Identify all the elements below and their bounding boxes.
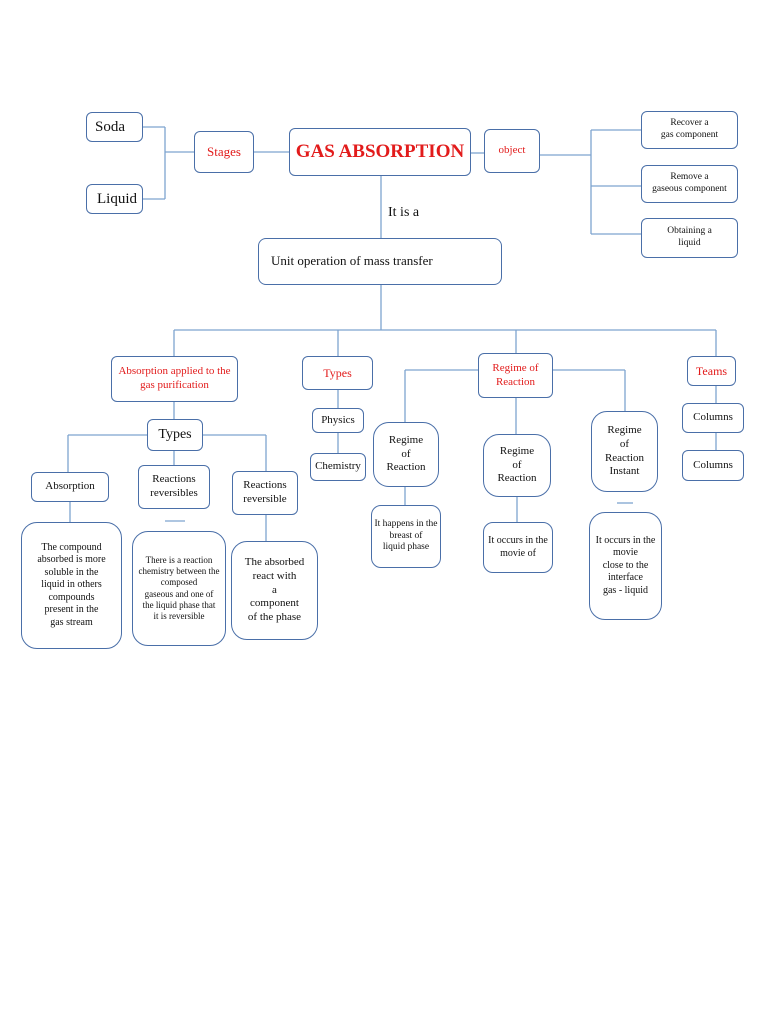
- reactions-reversible-title: Reactions reversible: [232, 471, 298, 515]
- absorption-types-node: Types: [147, 419, 203, 451]
- definition-node: Unit operation of mass transfer: [258, 238, 502, 285]
- teams-node: Teams: [687, 356, 736, 386]
- regime-item-2-title: Regime of Reaction: [483, 434, 551, 497]
- teams-item-columns-1: Columns: [682, 403, 744, 433]
- object-item-obtain: Obtaining a liquid: [641, 218, 738, 258]
- regime-item-3-description: It occurs in the movie close to the inte…: [589, 512, 662, 620]
- stage-item-soda: Soda: [86, 112, 143, 142]
- type-item-chemistry: Chemistry: [310, 453, 366, 481]
- link-text-it-is-a: It is a: [388, 205, 420, 220]
- object-item-recover: Recover a gas component: [641, 111, 738, 149]
- reactions-reversibles-description: There is a reaction chemistry between th…: [132, 531, 226, 646]
- title-node: GAS ABSORPTION: [289, 128, 471, 176]
- types-node: Types: [302, 356, 373, 390]
- absorption-item-description: The compound absorbed is more soluble in…: [21, 522, 122, 649]
- regime-of-reaction-node: Regime of Reaction: [478, 353, 553, 398]
- absorption-item-title: Absorption: [31, 472, 109, 502]
- stage-item-liquid: Liquid: [86, 184, 143, 214]
- teams-item-columns-2: Columns: [682, 450, 744, 481]
- reactions-reversibles-title: Reactions reversibles: [138, 465, 210, 509]
- reactions-reversible-description: The absorbed react with a component of t…: [231, 541, 318, 640]
- stages-node: Stages: [194, 131, 254, 173]
- regime-item-1-title: Regime of Reaction: [373, 422, 439, 487]
- regime-item-3-title: Regime of Reaction Instant: [591, 411, 658, 492]
- absorption-applied-node: Absorption applied to the gas purificati…: [111, 356, 238, 402]
- object-item-remove: Remove a gaseous component: [641, 165, 738, 203]
- object-node: object: [484, 129, 540, 173]
- regime-item-1-description: It happens in the breast of liquid phase: [371, 505, 441, 568]
- type-item-physics: Physics: [312, 408, 364, 433]
- regime-item-2-description: It occurs in the movie of: [483, 522, 553, 573]
